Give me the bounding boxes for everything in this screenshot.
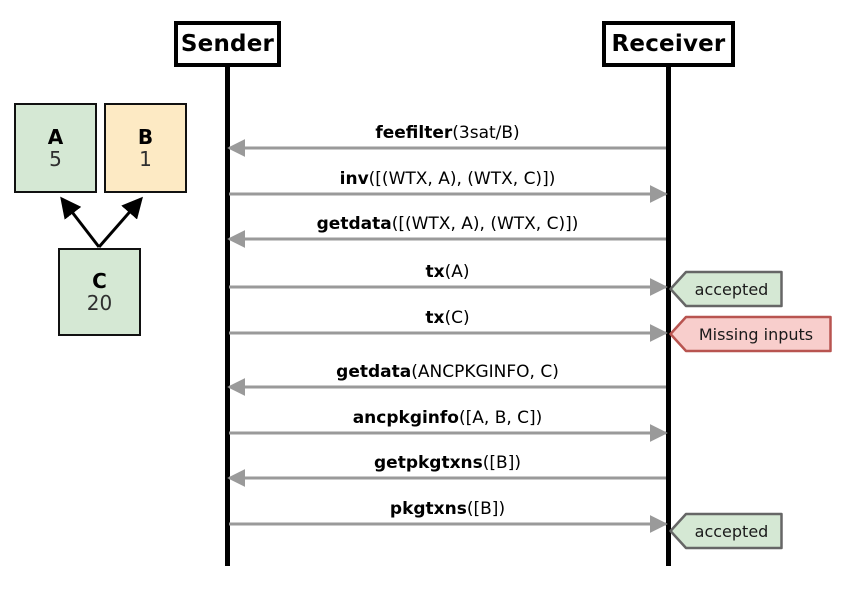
message-name: ancpkginfo (352, 408, 459, 428)
message-args: ([(WTX, A), (WTX, C)]) (368, 169, 556, 189)
tx-edge-c-to-a (60, 196, 101, 248)
actor-receiver[interactable]: Receiver (602, 21, 735, 67)
lifeline-receiver (666, 67, 671, 566)
message-label-tx: tx(C) (425, 308, 469, 328)
actor-sender[interactable]: Sender (174, 21, 281, 67)
message-name: getdata (316, 214, 392, 234)
message-args: (ANCPKGINFO, C) (411, 362, 559, 382)
tx-c-label: C (92, 268, 107, 293)
tx-a-value: 5 (49, 147, 62, 171)
tx-b-value: 1 (139, 147, 152, 171)
message-label-getpkgtxns: getpkgtxns([B]) (374, 453, 521, 473)
message-args: (C) (444, 308, 470, 328)
message-name: feefilter (375, 123, 453, 143)
message-args: ([(WTX, A), (WTX, C)]) (391, 214, 579, 234)
message-name: getpkgtxns (374, 453, 483, 473)
tx-box-a[interactable]: A 5 (14, 103, 97, 193)
message-args: ([A, B, C]) (459, 408, 543, 428)
tx-a-label: A (47, 124, 64, 149)
message-label-getdata: getdata([(WTX, A), (WTX, C)]) (317, 214, 579, 234)
message-name: inv (339, 169, 369, 189)
tx-c-value: 20 (86, 291, 113, 315)
tx-b-label: B (137, 124, 154, 149)
status-badge[interactable]: accepted (669, 270, 783, 308)
message-label-inv: inv([(WTX, A), (WTX, C)]) (340, 169, 556, 189)
message-label-pkgtxns: pkgtxns([B]) (390, 499, 505, 519)
status-badge-label: Missing inputs (698, 324, 814, 344)
message-label-tx: tx(A) (426, 262, 470, 282)
message-args: ([B]) (466, 499, 506, 519)
message-label-ancpkginfo: ancpkginfo([A, B, C]) (353, 408, 543, 428)
message-name: tx (425, 308, 445, 328)
message-name: tx (425, 262, 445, 282)
status-badge[interactable]: accepted (669, 512, 783, 550)
status-badge-label: accepted (694, 521, 769, 541)
tx-edge-c-to-b (97, 196, 143, 248)
message-args: ([B]) (482, 453, 521, 473)
message-name: pkgtxns (389, 499, 467, 519)
message-label-feefilter: feefilter(3sat/B) (375, 123, 519, 143)
status-badge[interactable]: Missing inputs (669, 315, 832, 353)
lifeline-sender (225, 67, 230, 566)
message-args: (3sat/B) (452, 123, 520, 143)
status-badge-label: accepted (694, 279, 769, 299)
message-args: (A) (444, 262, 470, 282)
message-label-getdata: getdata(ANCPKGINFO, C) (336, 362, 559, 382)
tx-box-b[interactable]: B 1 (104, 103, 187, 193)
tx-box-c[interactable]: C 20 (58, 248, 141, 336)
message-name: getdata (336, 362, 412, 382)
